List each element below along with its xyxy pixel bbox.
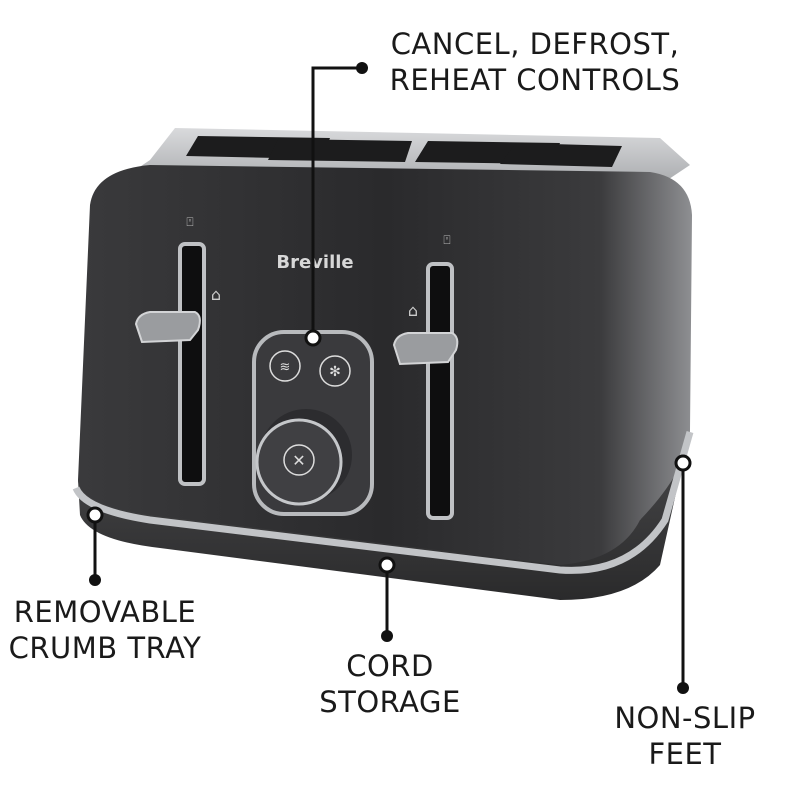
cancel-icon: ✕	[292, 451, 305, 470]
right-lever-slot	[426, 262, 454, 520]
bagel-icon: ⌂	[211, 285, 221, 304]
callout-crumb-tray: REMOVABLE CRUMB TRAY	[0, 594, 210, 666]
callout-text: NON-SLIP	[614, 701, 756, 735]
callout-text: CANCEL, DEFROST,	[390, 27, 680, 61]
slot-number-icon: ⍞	[186, 215, 193, 229]
callout-feet: NON-SLIP FEET	[590, 700, 780, 772]
callout-text: FEET	[648, 737, 722, 771]
callout-text: REMOVABLE	[13, 595, 197, 629]
bagel-icon: ⌂	[408, 301, 418, 320]
trim-band	[72, 431, 694, 574]
callout-text: CORD	[346, 649, 434, 683]
defrost-icon: ✻	[329, 364, 341, 380]
left-lever	[134, 311, 201, 344]
slot-number-icon: ⍞	[443, 233, 450, 247]
right-lever	[392, 332, 459, 366]
callout-text: REHEAT CONTROLS	[389, 63, 681, 97]
callout-text: CRUMB TRAY	[8, 631, 202, 665]
callout-cord-storage: CORD STORAGE	[300, 648, 480, 720]
callout-text: STORAGE	[319, 685, 461, 719]
breville-logo: Breville	[276, 252, 353, 273]
cancel-button	[283, 444, 315, 476]
bread-slots	[186, 136, 622, 167]
reheat-button	[269, 350, 301, 382]
toaster-body	[78, 165, 692, 565]
controls-callout-line	[311, 66, 362, 331]
defrost-button	[319, 355, 351, 387]
callout-controls: CANCEL, DEFROST, REHEAT CONTROLS	[375, 26, 695, 98]
left-lever-slot	[178, 242, 206, 486]
reheat-icon: ≋	[280, 360, 291, 375]
callout-rings	[86, 329, 692, 574]
